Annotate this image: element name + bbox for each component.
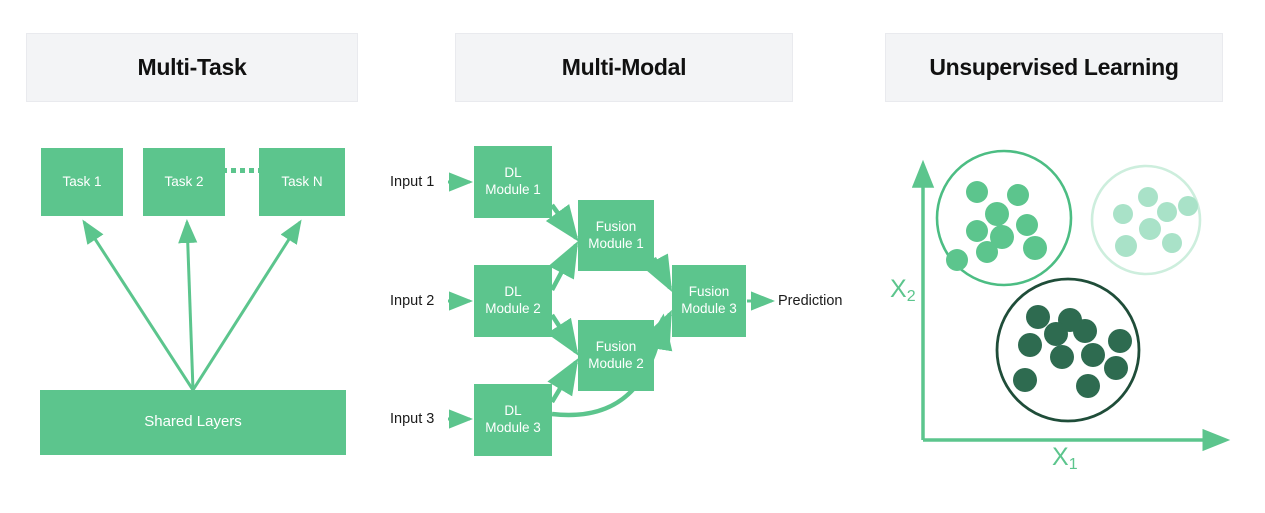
node-task-1[interactable]: Task 1 [41,148,123,216]
node-dl-module-2[interactable]: DL Module 2 [474,265,552,337]
panel-title-unsupervised-learning: Unsupervised Learning [885,33,1223,102]
panel-title-multi-task: Multi-Task [26,33,358,102]
cluster-ring-dark [995,277,1141,423]
dl-module-1-line1: DL [504,165,522,181]
node-dl-module-3[interactable]: DL Module 3 [474,384,552,456]
node-shared-layers[interactable]: Shared Layers [40,390,346,455]
dl-module-3-line1: DL [504,403,522,419]
y-axis-label-sub: 2 [906,288,916,305]
label-prediction: Prediction [778,293,843,309]
fusion-module-3-line1: Fusion [688,284,730,300]
cluster-points-dark [1013,305,1132,398]
multi-modal-arrows [448,172,775,429]
fusion-module-2-line1: Fusion [595,338,637,354]
panel-title-multi-modal: Multi-Modal [455,33,793,102]
x-axis-label-main: X [1052,443,1069,471]
fusion-module-1-line1: Fusion [595,218,637,234]
node-fusion-module-3[interactable]: Fusion Module 3 [672,265,746,337]
cluster-points-medium [946,181,1047,271]
node-fusion-module-1[interactable]: Fusion Module 1 [578,200,654,271]
y-axis-label: X2 [890,275,916,306]
fusion-module-3-line2: Module 3 [681,301,737,316]
panel-multi-modal: Multi-Modal Input 1 Input 2 Input 3 [390,0,843,513]
node-task-2[interactable]: Task 2 [143,148,225,216]
fusion-module-1-line2: Module 1 [588,235,644,251]
cluster-scatter-plot [911,149,1231,452]
ellipsis-dot [240,168,245,173]
x-axis-label-sub: 1 [1068,456,1078,473]
panel-unsupervised-learning: Unsupervised Learning [840,0,1265,513]
y-axis-label-main: X [890,275,907,303]
node-fusion-module-2[interactable]: Fusion Module 2 [578,320,654,391]
dl-module-2-line2: Module 2 [485,301,541,316]
cluster-ring-pale [1090,164,1202,276]
fusion-module-2-line2: Module 2 [588,355,644,371]
node-dl-module-1[interactable]: DL Module 1 [474,146,552,218]
dl-module-2-line1: DL [504,284,522,300]
label-input-1: Input 1 [390,174,435,190]
cluster-ring-medium [935,149,1073,287]
ellipsis-dot [231,168,236,173]
label-input-3: Input 3 [390,411,435,427]
multi-task-arrows [82,168,302,391]
ellipsis-dot [249,168,254,173]
label-input-2: Input 2 [390,293,435,309]
panel-multi-task: Multi-Task Task 1 Task 2 Task N Shared L… [0,0,400,513]
node-task-n[interactable]: Task N [259,148,345,216]
dl-module-1-line2: Module 1 [485,182,541,197]
dl-module-3-line2: Module 3 [485,420,541,435]
x-axis-label: X1 [1052,443,1078,474]
cluster-points-pale [1113,187,1198,257]
